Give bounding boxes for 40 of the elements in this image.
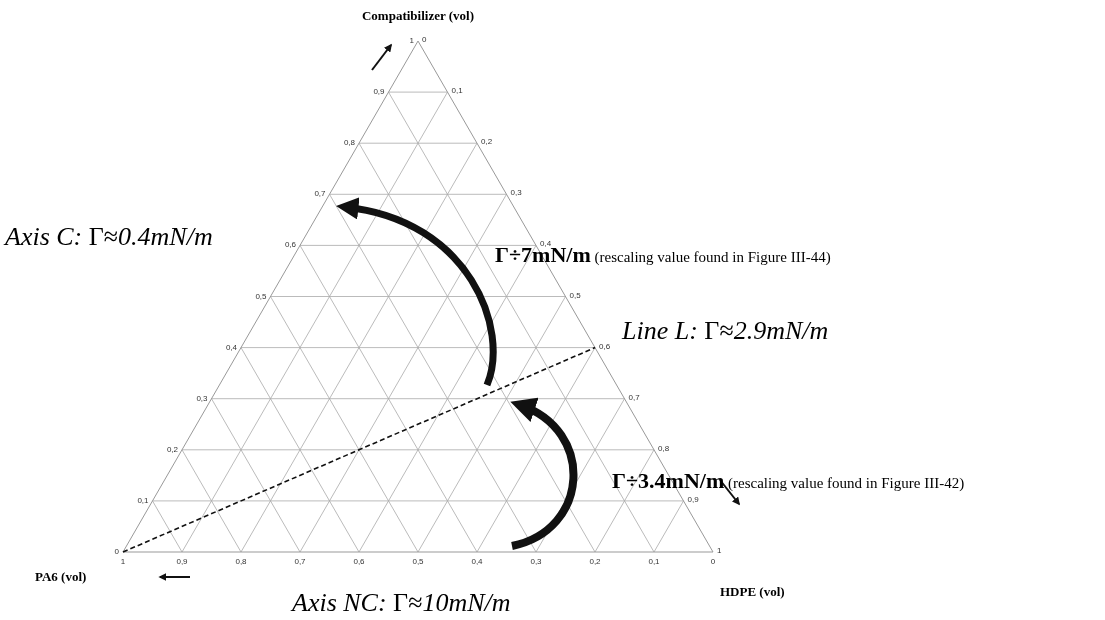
tick-label: 0,3 <box>196 394 208 403</box>
tick-label: 0 <box>422 36 427 45</box>
tick-label: 0,7 <box>628 393 640 402</box>
axis-title: Compatibilizer (vol) <box>361 9 475 22</box>
tick-label: 0,6 <box>353 558 365 566</box>
tick-label: 0,4 <box>471 558 483 566</box>
tick-label: 0,9 <box>687 496 699 505</box>
annotation: Γ÷3.4mN/m (rescaling value found in Figure III-42) <box>612 470 965 492</box>
tick-label: 1 <box>717 547 722 556</box>
annotation: Line L: Γ≈2.9mN/m <box>622 318 829 344</box>
tick-label: 0,9 <box>373 88 385 97</box>
tick-label: 0,4 <box>540 240 552 249</box>
tick-label: 0,2 <box>166 445 178 454</box>
tick-label: 0,8 <box>343 139 355 148</box>
tick-label: 1 <box>409 37 414 45</box>
tick-label: 0,9 <box>176 558 188 566</box>
tick-label: 0,1 <box>137 496 149 505</box>
tick-label: 0,2 <box>589 558 601 566</box>
tick-label: 0,2 <box>481 138 493 147</box>
tick-label: 0,6 <box>284 241 296 250</box>
annotation: Axis NC: Γ≈10mN/m <box>292 590 511 616</box>
tick-label: 0,3 <box>510 189 522 198</box>
tick-label: 0,8 <box>658 445 670 453</box>
tick-label: 0,5 <box>412 558 424 566</box>
tick-label: 0 <box>710 558 716 566</box>
tick-label: 0,1 <box>451 87 463 96</box>
tick-label: 0,8 <box>235 558 247 566</box>
tick-label: 0,5 <box>255 292 267 301</box>
axis-title: PA6 (vol) <box>35 570 87 583</box>
axis-title: HDPE (vol) <box>720 585 785 598</box>
tick-label: 0,1 <box>648 558 660 566</box>
tick-label: 0,6 <box>599 342 611 351</box>
annotation: Axis C: Γ≈0.4mN/m <box>5 224 213 250</box>
tick-label: 0,4 <box>225 343 237 352</box>
tick-label: 0 <box>114 548 119 556</box>
tick-label: 0,3 <box>530 558 542 566</box>
tick-label: 0,5 <box>569 291 581 300</box>
tick-label: 0,7 <box>314 190 326 199</box>
tick-label: 0,7 <box>294 558 306 566</box>
tick-label: 1 <box>120 558 126 566</box>
